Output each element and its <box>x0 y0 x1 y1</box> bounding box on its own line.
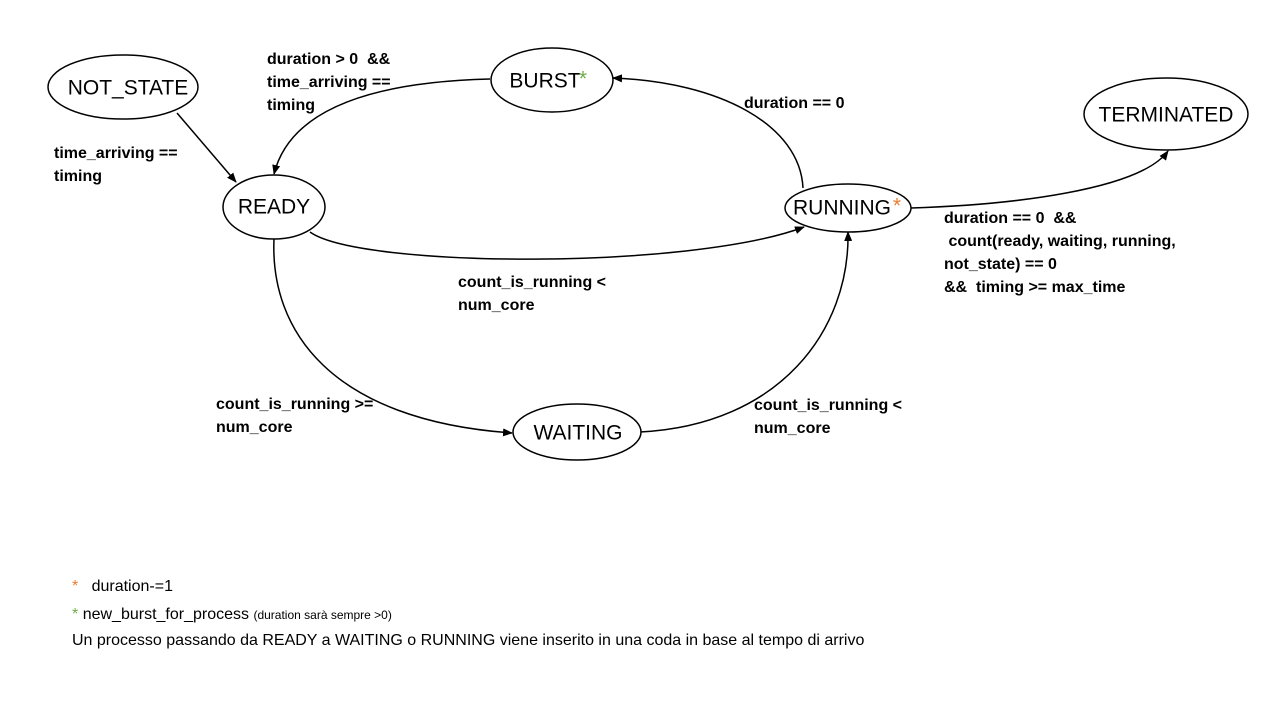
label-ready-to-running: count_is_running < num_core <box>458 271 606 317</box>
state-burst-marker: * <box>579 68 587 91</box>
label-burst-to-ready-line: duration > 0 && <box>267 51 391 68</box>
label-running-to-terminated-line: not_state) == 0 <box>944 256 1057 273</box>
edge-burst-to-ready <box>272 78 491 175</box>
label-waiting-to-running: count_is_running < num_core <box>754 394 902 440</box>
label-ready-to-running-line: count_is_running < <box>458 274 607 291</box>
label-ready-to-waiting-line: count_is_running >= <box>216 396 374 413</box>
label-waiting-to-running-line: num_core <box>754 420 831 437</box>
state-waiting <box>512 403 642 461</box>
label-not-state-to-ready-line: time_arriving == <box>54 145 178 162</box>
label-running-to-terminated-line: count(ready, waiting, running, <box>944 233 1176 250</box>
label-running-to-burst: duration == 0 <box>744 92 844 115</box>
state-terminated <box>1083 77 1249 151</box>
state-ready-label: READY <box>238 196 310 219</box>
state-ready <box>222 174 326 240</box>
label-running-to-terminated-line: && timing >= max_time <box>944 279 1126 296</box>
state-running-label: RUNNING <box>793 197 891 220</box>
state-running-marker: * <box>893 195 901 218</box>
legend-running: * duration-=1 <box>72 578 173 596</box>
label-not-state-to-ready-line: timing <box>54 168 102 185</box>
label-burst-to-ready-line: timing <box>267 97 315 114</box>
edge-ready-to-waiting <box>273 238 513 437</box>
label-ready-to-running-line: num_core <box>458 297 535 314</box>
label-ready-to-waiting-line: num_core <box>216 419 293 436</box>
label-burst-to-ready-line: time_arriving == <box>267 74 391 91</box>
label-waiting-to-running-line: count_is_running < <box>754 397 903 414</box>
label-running-to-burst-line: duration == 0 <box>744 95 845 112</box>
legend-running-note: duration-=1 <box>91 578 173 595</box>
edge-running-to-burst <box>612 74 804 189</box>
label-running-to-terminated: duration == 0 && count(ready, waiting, r… <box>944 207 1176 299</box>
label-ready-to-waiting: count_is_running >= num_core <box>216 393 373 439</box>
legend-burst: * new_burst_for_process (duration sarà s… <box>72 606 392 624</box>
state-not-state <box>47 54 199 120</box>
edge-running-to-terminated <box>910 150 1169 209</box>
label-burst-to-ready: duration > 0 && time_arriving == timing <box>267 48 391 117</box>
state-not-state-label: NOT_STATE <box>68 77 189 100</box>
legend-burst-note: new_burst_for_process <box>82 606 249 623</box>
state-running <box>784 183 912 233</box>
state-burst <box>490 47 614 113</box>
edge-ready-to-running <box>309 226 805 260</box>
legend-running-marker: * <box>72 578 79 595</box>
label-not-state-to-ready: time_arriving == timing <box>54 142 178 188</box>
legend-burst-marker: * <box>72 606 79 623</box>
legend-footer: Un processo passando da READY a WAITING … <box>72 632 865 649</box>
state-waiting-label: WAITING <box>533 422 622 445</box>
legend-burst-note-small: (duration sarà sempre >0) <box>253 608 392 622</box>
state-burst-label: BURST <box>509 70 580 93</box>
label-running-to-terminated-line: duration == 0 && <box>944 210 1077 227</box>
edge-not-state-to-ready <box>176 112 237 183</box>
edge-waiting-to-running <box>639 231 853 433</box>
state-terminated-label: TERMINATED <box>1099 104 1234 127</box>
